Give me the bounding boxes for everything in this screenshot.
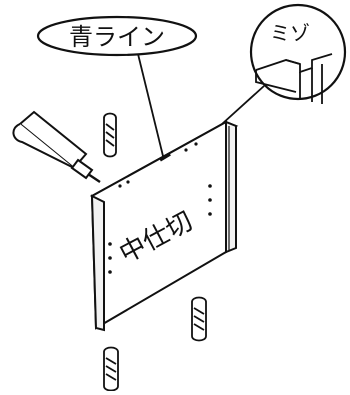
top-edge-holes [118,142,198,188]
face-holes-left [108,242,112,274]
blue-line-callout: 青ライン [36,15,198,157]
blue-line-callout-label: 青ライン [69,23,165,51]
face-holes-right [208,184,212,216]
blue-line-marker [159,152,171,162]
blue-line-callout-ellipse [36,15,198,57]
board-right-edge [225,120,237,254]
dowel-top-left [103,112,117,158]
groove-label: ミゾ [270,21,310,45]
board-left-edge [90,194,105,332]
dowel-bottom-left [103,346,119,392]
glue-bottle-icon [12,110,101,183]
groove-leader [221,85,265,125]
groove-cross-section [255,53,333,104]
dowel-bottom-right [191,296,207,342]
blue-line-leader [137,53,164,157]
groove-detail-callout: ミゾ [221,3,347,125]
